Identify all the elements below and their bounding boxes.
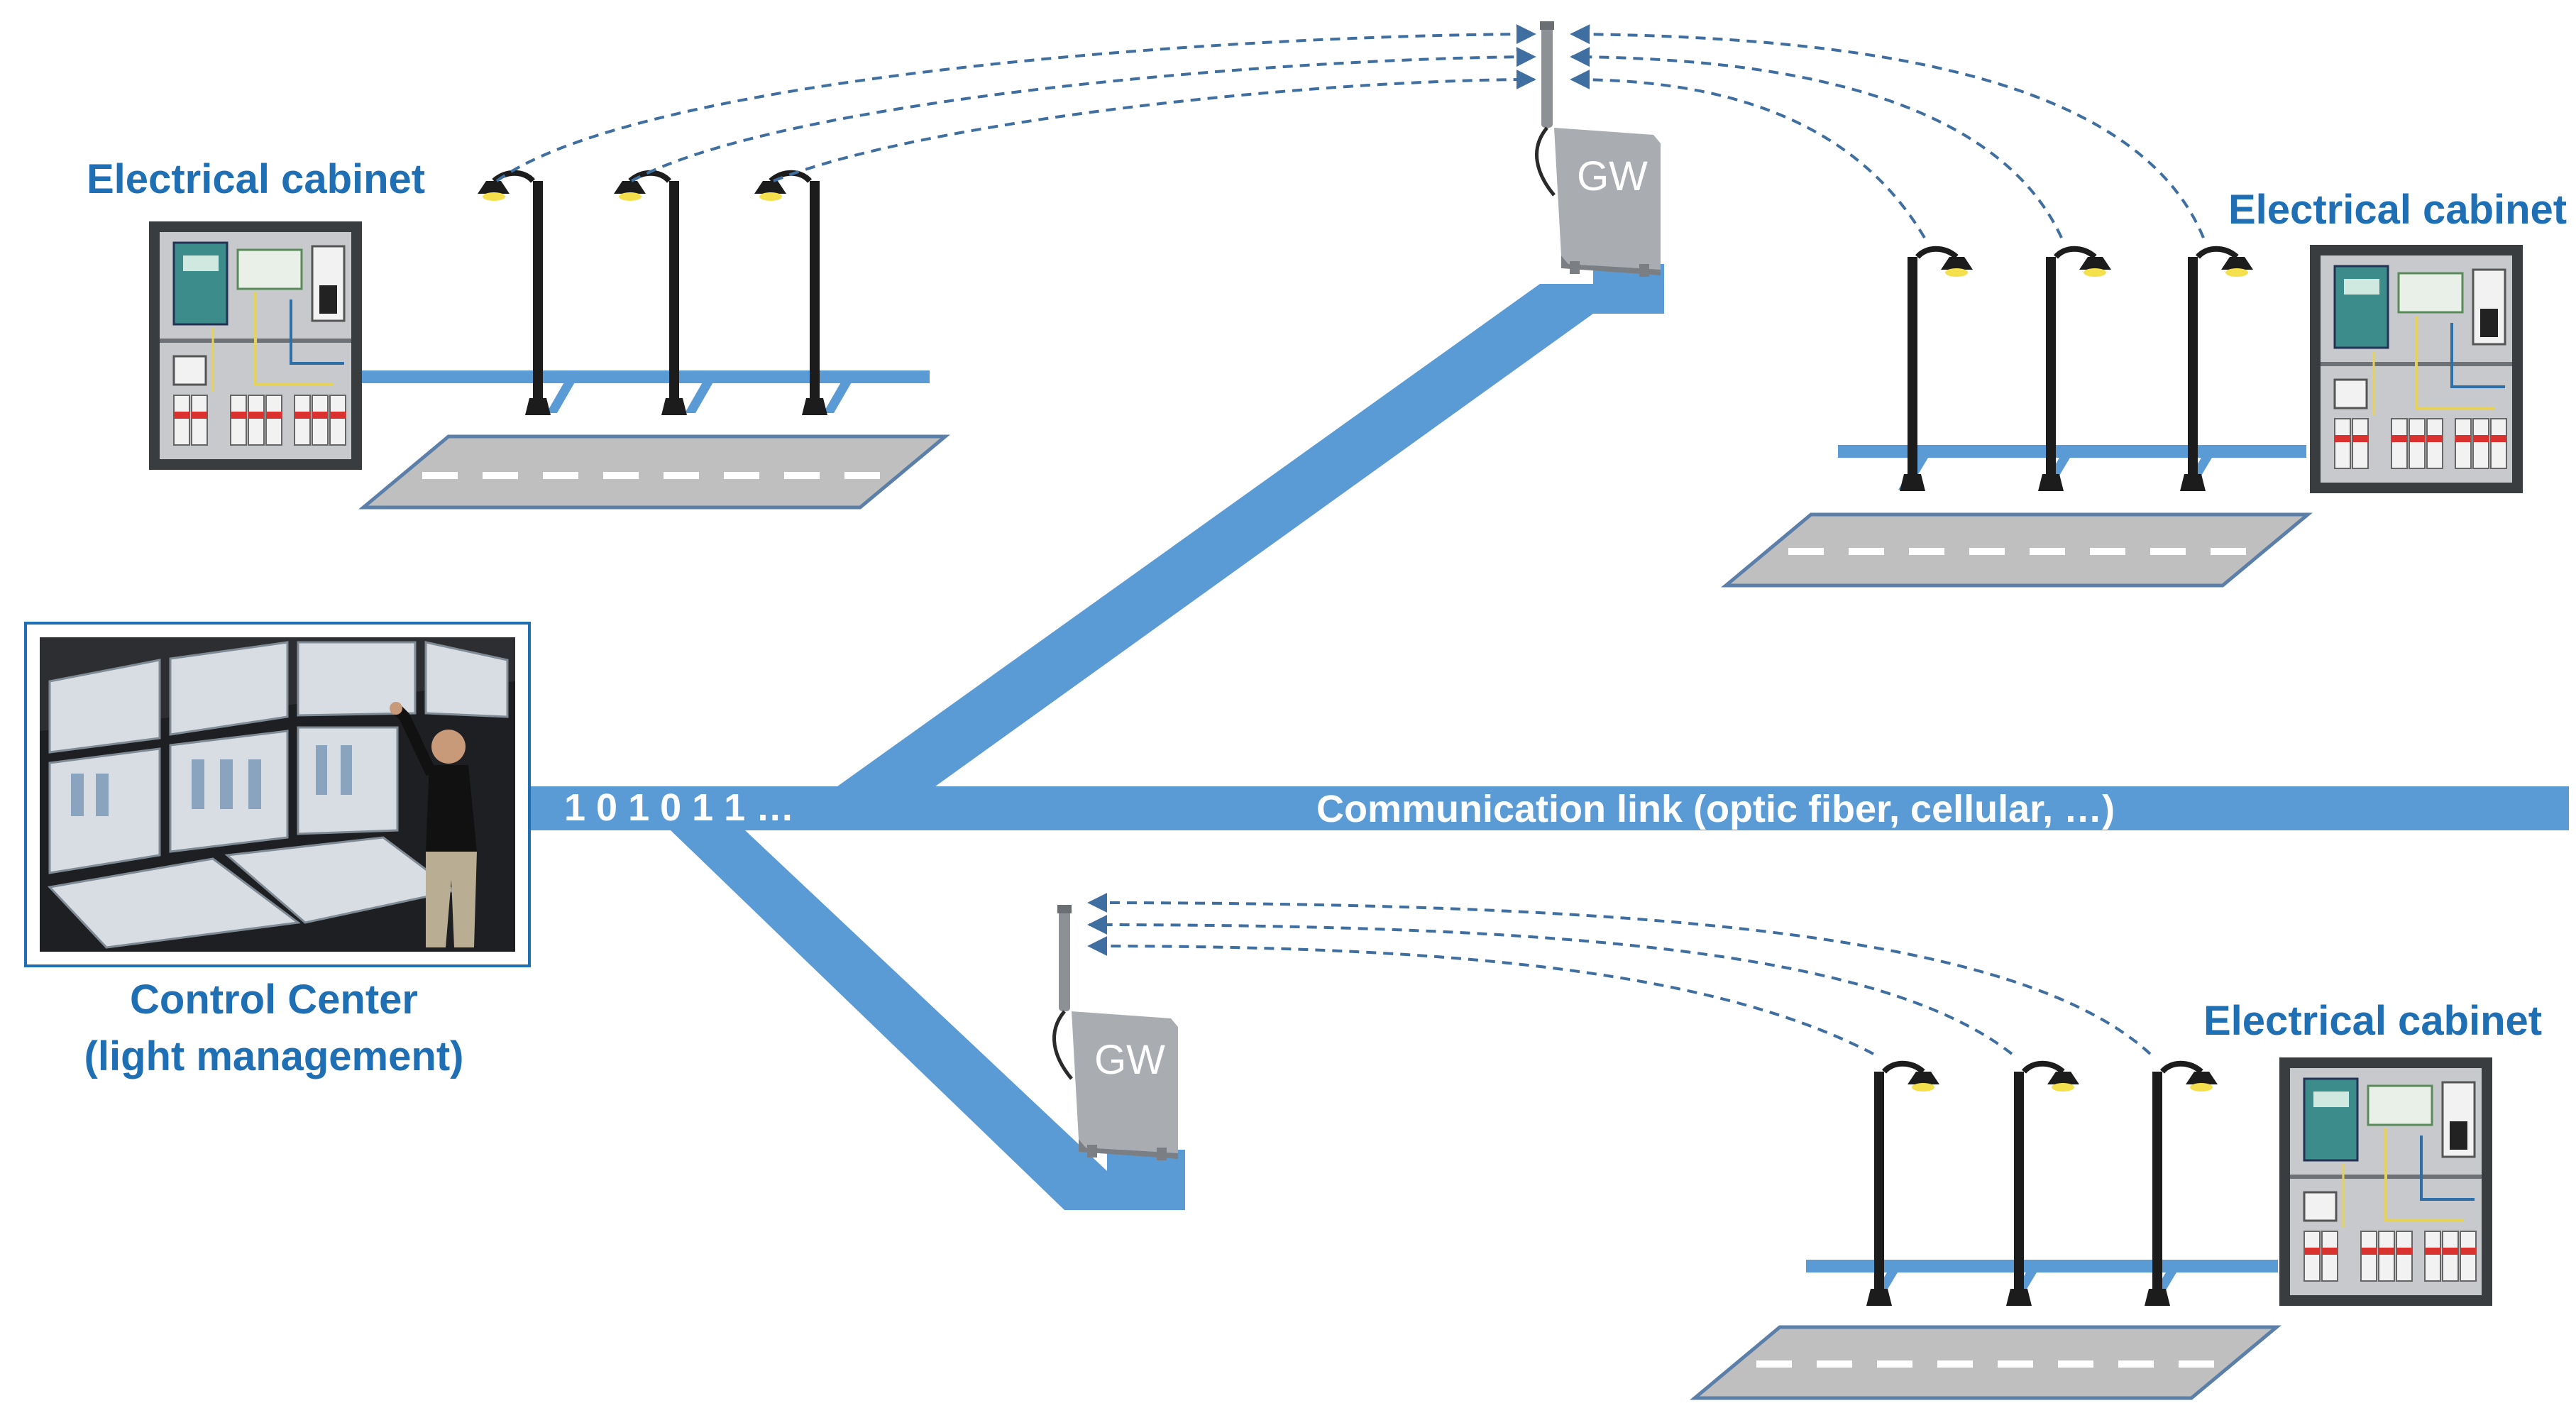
gateway-antenna-icon <box>1055 905 1178 1160</box>
control-center-title: Control Center <box>130 977 418 1023</box>
branch-to-top-gateway <box>837 284 1664 786</box>
signal-top-right-3 <box>1570 24 2205 238</box>
operator-figure <box>390 702 477 947</box>
road-dashes <box>422 472 880 479</box>
gateway-top-label: GW <box>1577 153 1648 199</box>
main-link-bar <box>525 786 2569 830</box>
wireless-signals <box>495 24 2205 1055</box>
lamp-shadows <box>546 376 855 413</box>
cabinet-top-right-label: Electrical cabinet <box>2228 187 2567 233</box>
gateway-bottom: GW <box>1055 905 1178 1160</box>
electrical-cabinet-icon <box>2308 243 2524 495</box>
signal-top-left-2 <box>631 47 1536 182</box>
cluster-bottom-right: Electrical cabinet <box>1695 998 2542 1398</box>
signal-bottom-right-2 <box>1087 915 2013 1055</box>
cluster-top-left: Electrical cabinet <box>87 156 945 507</box>
road-dashes <box>1756 1360 2214 1368</box>
signal-top-right-1 <box>1570 70 1926 239</box>
control-center-subtitle: (light management) <box>84 1033 464 1079</box>
control-room-photo <box>40 637 515 952</box>
cabinet-bottom-right-label: Electrical cabinet <box>2203 998 2542 1044</box>
signal-bottom-right-1 <box>1087 936 1874 1055</box>
control-center: Control Center (light management) <box>24 622 531 1079</box>
communication-link-label: Communication link (optic fiber, cellula… <box>1316 788 2115 830</box>
cluster-top-right: Electrical cabinet <box>1726 187 2567 585</box>
electrical-cabinet-icon <box>2278 1056 2494 1307</box>
binary-data-label: 1 0 1 0 1 1 … <box>564 786 794 829</box>
signal-bottom-right-3 <box>1087 893 2152 1055</box>
gateway-bottom-label: GW <box>1094 1037 1165 1083</box>
cabinet-top-left-label: Electrical cabinet <box>87 156 425 202</box>
signal-top-left-3 <box>773 70 1536 182</box>
signal-top-left-1 <box>495 24 1536 182</box>
road-dashes <box>1788 548 2246 555</box>
signal-top-right-2 <box>1570 47 2063 238</box>
communication-links <box>355 264 2569 1272</box>
branch-to-bottom-gateway <box>671 830 1185 1210</box>
power-line-top-left <box>355 370 930 383</box>
electrical-cabinet-icon <box>148 220 363 471</box>
gateway-top: GW <box>1537 21 1661 277</box>
